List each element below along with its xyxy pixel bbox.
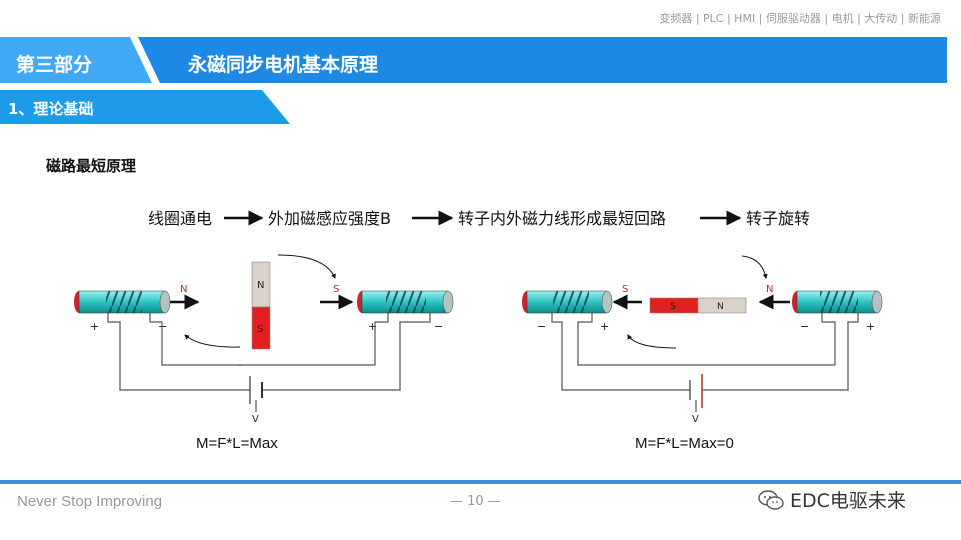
magnet-diagrams: N + − N S S + − V M=F*L=Max (74, 254, 883, 452)
flow-step-1: 线圈通电 (148, 209, 212, 228)
section-heading: 磁路最短原理 (46, 157, 137, 175)
magnet-left-pole: S (670, 302, 676, 312)
footer-brand: EDC电驱未来 (758, 486, 906, 513)
svg-text:+: + (600, 320, 609, 333)
footer-slogan: Never Stop Improving (17, 493, 163, 510)
flow-step-4: 转子旋转 (746, 209, 810, 228)
svg-text:+: + (368, 320, 377, 333)
right-right-pole: N (766, 284, 773, 295)
magnet-right-pole: N (717, 302, 724, 312)
right-diagram: S − + S N N − + V (522, 255, 883, 425)
svg-text:+: + (866, 320, 875, 333)
svg-text:−: − (434, 320, 443, 333)
flow-step-2: 外加磁感应强度B (268, 209, 391, 228)
page-title: 永磁同步电机基本原理 (188, 54, 379, 76)
page-number: — 10 — (450, 494, 501, 509)
left-coil-pole: N (180, 284, 187, 295)
svg-text:−: − (537, 320, 546, 333)
svg-text:−: − (800, 320, 809, 333)
right-left-pole: S (622, 284, 628, 295)
flow-diagram: 线圈通电 外加磁感应强度B 转子内外磁力线形成最短回路 转子旋转 (148, 209, 810, 228)
subtitle: 1、理论基础 (8, 100, 94, 118)
footer-divider (0, 480, 961, 484)
subtitle-banner (0, 90, 290, 124)
flow-step-3: 转子内外磁力线形成最短回路 (458, 209, 666, 228)
left-formula: M=F*L=Max (196, 435, 278, 452)
wechat-icon (758, 489, 784, 510)
top-nav-links[interactable]: 变频器 | PLC | HMI | 伺服驱动器 | 电机 | 大传动 | 新能源 (659, 12, 941, 25)
section-label: 第三部分 (16, 54, 93, 76)
magnet-top-pole: N (257, 280, 264, 291)
svg-text:V: V (252, 414, 259, 425)
svg-text:−: − (158, 320, 167, 333)
svg-text:+: + (90, 320, 99, 333)
left-target-pole: S (333, 284, 339, 295)
left-diagram: N + − N S S + − V (74, 254, 454, 425)
title-banner (0, 37, 947, 83)
brand-name: EDC电驱未来 (790, 490, 906, 512)
magnet-bottom-pole: S (257, 324, 263, 335)
svg-text:V: V (692, 414, 699, 425)
right-formula: M=F*L=Max=0 (635, 435, 734, 452)
